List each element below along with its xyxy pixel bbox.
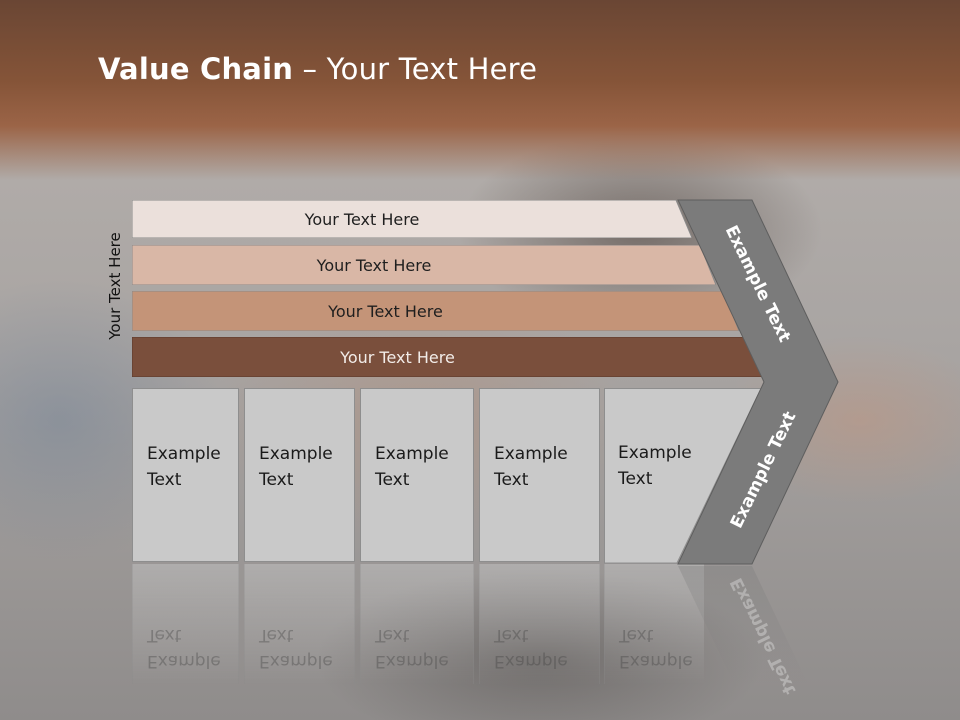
slide-title: Value Chain – Your Text Here	[98, 52, 537, 86]
box-1: Example Text	[132, 388, 239, 562]
row-3-label: Your Text Here	[328, 301, 443, 321]
row-1-shape	[132, 200, 692, 238]
chevron-reflection	[678, 566, 808, 684]
row-3-shape	[132, 291, 739, 331]
row-1: Your Text Here	[132, 200, 692, 238]
row-4-label: Your Text Here	[340, 347, 455, 367]
box-2: Example Text	[244, 388, 355, 562]
box-1-line2: Text	[147, 470, 182, 490]
row-3: Your Text Here	[132, 291, 739, 331]
title-bold: Value Chain	[98, 52, 294, 86]
box-2-line2: Text	[259, 470, 294, 490]
header-band	[0, 0, 960, 180]
chevron-shape	[677, 199, 839, 565]
box-5: Example Text	[604, 388, 704, 562]
row-2-shape	[132, 245, 716, 285]
box-4-line2: Text	[494, 470, 529, 490]
row-2-label: Your Text Here	[316, 255, 432, 275]
box-2-line1: Example	[259, 444, 333, 464]
box-5-line1: Example	[618, 443, 692, 463]
row-4: Your Text Here	[132, 337, 763, 377]
row-1-label: Your Text Here	[304, 209, 420, 229]
row-2: Your Text Here	[132, 245, 716, 285]
box-1-line1: Example	[147, 444, 221, 464]
box-5-shape	[604, 388, 762, 564]
box-3-line1: Example	[375, 444, 449, 464]
row-4-shape	[132, 337, 763, 377]
title-rest: – Your Text Here	[293, 52, 538, 86]
box-3: Example Text	[360, 388, 474, 562]
box-3-line2: Text	[375, 470, 410, 490]
box-5-line2: Text	[618, 469, 653, 489]
box-4: Example Text	[479, 388, 600, 562]
box-4-line1: Example	[494, 444, 568, 464]
